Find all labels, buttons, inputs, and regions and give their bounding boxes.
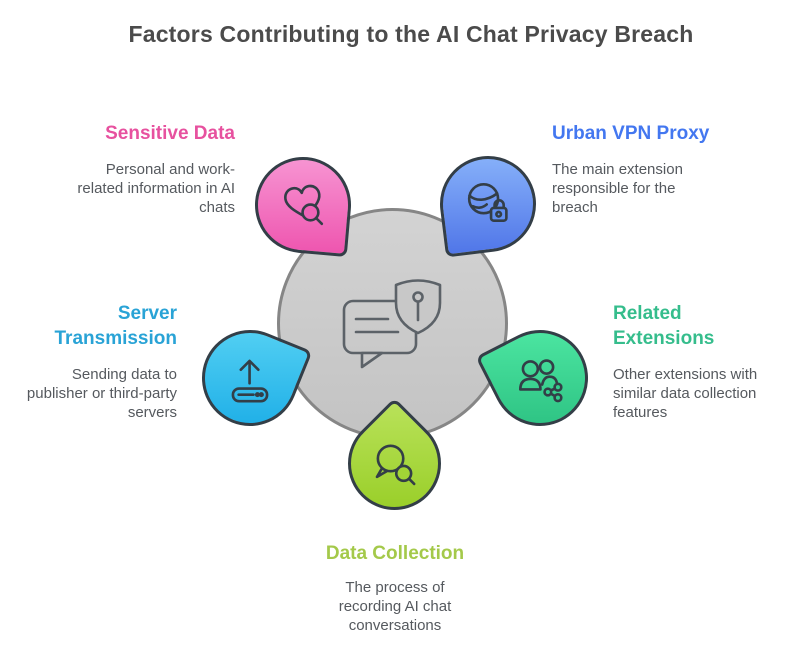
factor-heading: Data Collection bbox=[325, 543, 465, 564]
chat-search-icon bbox=[367, 436, 423, 492]
petal-data-collection bbox=[328, 397, 461, 530]
petal-urban-vpn-proxy bbox=[434, 150, 542, 258]
factor-heading: Urban VPN Proxy bbox=[552, 123, 710, 144]
factor-description: The main extension responsible for the b… bbox=[552, 161, 683, 216]
factor-server-transmission: Server Transmission Sending data to publ… bbox=[0, 301, 177, 422]
factor-description: Sending data to publisher or third-party… bbox=[26, 366, 177, 421]
page-title: Factors Contributing to the AI Chat Priv… bbox=[128, 21, 694, 47]
factor-heading: Sensitive Data bbox=[105, 123, 235, 144]
heart-magnifier-icon bbox=[275, 177, 331, 233]
factor-description: Personal and work- related information i… bbox=[77, 161, 235, 216]
factor-description: Other extensions with similar data colle… bbox=[613, 366, 758, 421]
globe-lock-icon bbox=[460, 176, 516, 232]
chat-shield-icon bbox=[342, 279, 442, 369]
people-share-icon bbox=[512, 350, 568, 406]
factor-heading: Related Extensions bbox=[613, 303, 715, 349]
factor-sensitive-data: Sensitive Data Personal and work- relate… bbox=[30, 121, 235, 217]
factor-data-collection: Data Collection The process of recording… bbox=[300, 541, 490, 635]
upload-router-icon bbox=[222, 350, 278, 406]
factor-related-extensions: Related Extensions Other extensions with… bbox=[613, 301, 786, 422]
petal-related-extensions bbox=[475, 313, 605, 443]
factor-heading: Server Transmission bbox=[54, 303, 178, 349]
factor-urban-vpn-proxy: Urban VPN Proxy The main extension respo… bbox=[552, 121, 742, 217]
factor-description: The process of recording AI chat convers… bbox=[338, 579, 452, 634]
petal-sensitive-data bbox=[250, 152, 356, 258]
petal-server-transmission bbox=[187, 315, 313, 441]
